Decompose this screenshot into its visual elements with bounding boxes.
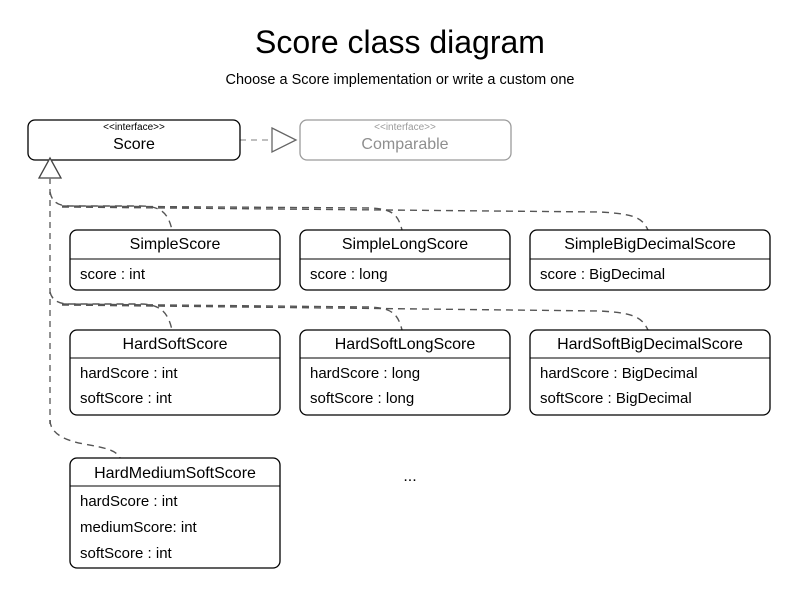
class-box-simple-long-score[interactable]: SimpleLongScore score : long	[299, 229, 511, 291]
connector-branch-hard-medium-soft-score	[49, 419, 121, 459]
simple-score-box-shape	[69, 229, 281, 291]
class-box-simple-big-decimal-score[interactable]: SimpleBigDecimalScore score : BigDecimal	[529, 229, 771, 291]
connector-branch-hard-soft-big-decimal-score	[61, 304, 649, 331]
page-subtitle: Choose a Score implementation or write a…	[226, 72, 575, 88]
comparable-class-name: Comparable	[361, 136, 448, 153]
simple-long-score-class-name: SimpleLongScore	[342, 236, 468, 253]
score-class-name: Score	[113, 136, 155, 153]
hard-medium-soft-score-class-name: HardMediumSoftScore	[94, 465, 256, 482]
hard-soft-long-score-class-name: HardSoftLongScore	[335, 336, 476, 353]
connector-branch-simple-long-score	[61, 205, 403, 231]
class-box-hard-soft-score[interactable]: HardSoftScore hardScore : int softScore …	[69, 329, 281, 416]
simple-long-score-attribute: score : long	[310, 266, 388, 283]
hard-medium-soft-score-attribute: mediumScore: int	[80, 519, 198, 536]
more-implementations-ellipsis: ...	[403, 468, 416, 485]
hard-soft-long-score-attribute: softScore : long	[310, 390, 414, 407]
connector-branch-hard-soft-score	[49, 291, 173, 331]
hard-soft-score-attribute: hardScore : int	[80, 365, 178, 382]
hard-medium-soft-score-attribute: softScore : int	[80, 545, 173, 562]
simple-big-decimal-score-box-shape	[529, 229, 771, 291]
connector-branch-simple-big-decimal-score	[61, 206, 649, 231]
class-box-hard-medium-soft-score[interactable]: HardMediumSoftScore hardScore : int medi…	[69, 457, 281, 569]
hard-soft-big-decimal-score-attribute: hardScore : BigDecimal	[540, 365, 698, 382]
hard-soft-big-decimal-score-attribute: softScore : BigDecimal	[540, 390, 692, 407]
hard-soft-score-box-shape	[69, 329, 281, 416]
class-box-hard-soft-long-score[interactable]: HardSoftLongScore hardScore : long softS…	[299, 329, 511, 416]
class-box-simple-score[interactable]: SimpleScore score : int	[69, 229, 281, 291]
score-stereotype: <<interface>>	[103, 122, 165, 133]
simple-score-class-name: SimpleScore	[130, 236, 221, 253]
hard-soft-score-class-name: HardSoftScore	[123, 336, 228, 353]
simple-long-score-box-shape	[299, 229, 511, 291]
hard-soft-big-decimal-score-box-shape	[529, 329, 771, 416]
interface-box-score[interactable]: <<interface>> Score	[27, 119, 241, 161]
connector-branch-simple-score	[49, 191, 173, 231]
page-title: Score class diagram	[255, 24, 545, 60]
interface-box-comparable[interactable]: <<interface>> Comparable	[299, 119, 512, 161]
hard-soft-long-score-box-shape	[299, 329, 511, 416]
realization-arrowhead-icon	[271, 126, 298, 154]
simple-big-decimal-score-class-name: SimpleBigDecimalScore	[564, 236, 736, 253]
realization-score-to-comparable	[240, 126, 298, 154]
class-box-hard-soft-big-decimal-score[interactable]: HardSoftBigDecimalScore hardScore : BigD…	[529, 329, 771, 416]
hard-soft-score-attribute: softScore : int	[80, 390, 173, 407]
hard-medium-soft-score-attribute: hardScore : int	[80, 493, 178, 510]
hard-soft-long-score-attribute: hardScore : long	[310, 365, 420, 382]
hard-soft-big-decimal-score-class-name: HardSoftBigDecimalScore	[557, 336, 743, 353]
simple-score-attribute: score : int	[80, 266, 146, 283]
connector-branch-hard-soft-long-score	[61, 303, 403, 331]
generalization-triangle-icon	[37, 156, 63, 179]
comparable-box-shape	[299, 119, 512, 161]
comparable-stereotype: <<interface>>	[374, 122, 436, 133]
inheritance-connectors	[49, 178, 649, 459]
score-box-shape	[27, 119, 241, 161]
simple-big-decimal-score-attribute: score : BigDecimal	[540, 266, 665, 283]
